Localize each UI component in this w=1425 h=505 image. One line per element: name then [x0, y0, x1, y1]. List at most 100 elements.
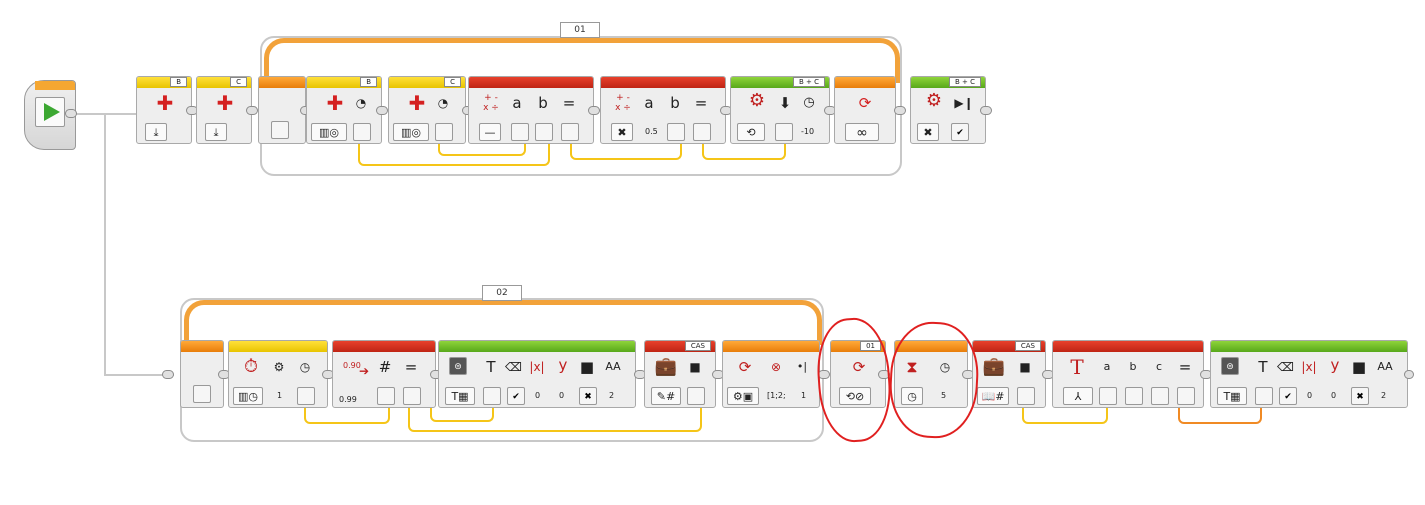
move-steering-block[interactable]: B + C ⚙ ⬇ ◷ ⟲ -10 — [730, 76, 830, 144]
start-output-connector[interactable] — [65, 109, 77, 118]
y-value[interactable]: 0 — [559, 391, 565, 400]
display-mode-selector[interactable]: T▦ — [445, 387, 475, 405]
power-value[interactable]: -10 — [801, 127, 815, 136]
motor-mode-selector[interactable]: ✖ — [917, 123, 939, 141]
math-header — [469, 77, 593, 88]
steering-mode-selector[interactable]: ⟲ — [737, 123, 765, 141]
hash-label: # — [378, 358, 392, 376]
tank-motor-stop-block[interactable]: B + C ⚙ ▶❙ ✖ ✔ — [910, 76, 986, 144]
timer-id-value[interactable]: 1 — [277, 391, 283, 400]
index-value[interactable]: 1 — [801, 391, 807, 400]
timer-sensor-block[interactable]: ⏱ ⚙ ◷ ▥◷ 1 — [228, 340, 328, 408]
wait-mode-selector[interactable]: ◷ — [901, 387, 923, 405]
equals-label: = — [562, 94, 576, 112]
loop-02-end-block[interactable]: ⟳ ⊗ •| ⚙▣ [1;2; 1 — [722, 340, 820, 408]
variable-cas-read-block[interactable]: CAS 💼 ■ 📖# — [972, 340, 1046, 408]
value-plug[interactable] — [687, 387, 705, 405]
medium-motor-b-block[interactable]: B ✚ ⤓ — [136, 76, 192, 144]
input-a-plug[interactable] — [1099, 387, 1117, 405]
random-block[interactable]: 0.90 ➔ # = 0.99 — [332, 340, 436, 408]
loop-header — [181, 341, 223, 352]
tank-motor-icon: ⚙ — [925, 90, 943, 111]
text-input-plug[interactable] — [483, 387, 501, 405]
variable-mode-selector[interactable]: 📖# — [977, 387, 1009, 405]
timer-mode-selector[interactable]: ▥◷ — [233, 387, 263, 405]
port-label: B — [170, 77, 187, 87]
loop-interrupt-icon: ⟳ — [852, 358, 866, 376]
play-icon[interactable] — [35, 97, 65, 127]
loop-02-label[interactable]: 02 — [482, 285, 522, 301]
result-plug[interactable] — [561, 123, 579, 141]
loop-index-output[interactable] — [193, 385, 211, 403]
input-b-value[interactable]: 0.5 — [645, 127, 658, 136]
motor-rotation-c-block[interactable]: C ✚ ◔ ▥◎ — [388, 76, 466, 144]
display-mode-selector[interactable]: T▦ — [1217, 387, 1247, 405]
display-icon: ⊜ — [449, 357, 467, 375]
y-value[interactable]: 0 — [1331, 391, 1337, 400]
mode-selector[interactable]: ▥◎ — [311, 123, 347, 141]
input-plug[interactable] — [377, 387, 395, 405]
clear-checkbox[interactable]: ✔ — [507, 387, 525, 405]
sequence-wire-branch-bottom — [104, 374, 174, 376]
input-c-plug[interactable] — [1151, 387, 1169, 405]
interrupt-mode-selector[interactable]: ⟲⊘ — [839, 387, 871, 405]
loop-01-start-block[interactable] — [258, 76, 306, 144]
input-a-plug[interactable] — [511, 123, 529, 141]
brake-checkbox[interactable]: ✔ — [951, 123, 969, 141]
loop-index-output[interactable] — [271, 121, 289, 139]
font-value[interactable]: 2 — [609, 391, 615, 400]
medium-motor-c-block[interactable]: C ✚ ⤓ — [196, 76, 252, 144]
loop-01-end-block[interactable]: ⟳ ∞ — [834, 76, 896, 144]
math-mode-selector[interactable]: — — [479, 123, 501, 141]
loop-mode-selector[interactable]: ⚙▣ — [727, 387, 759, 405]
result-plug[interactable] — [1177, 387, 1195, 405]
mode-selector[interactable]: ▥◎ — [393, 123, 429, 141]
result-plug[interactable] — [693, 123, 711, 141]
result-plug[interactable] — [403, 387, 421, 405]
steering-input-plug[interactable] — [775, 123, 793, 141]
port-label: B — [360, 77, 377, 87]
x-value[interactable]: 0 — [1307, 391, 1313, 400]
display-text-block[interactable]: ⊜ T ⌫ |x| y ■ AA T▦ ✔ 0 0 ✖ 2 — [438, 340, 636, 408]
math-subtract-block[interactable]: + -x ÷ a b = — — [468, 76, 594, 144]
math-multiply-block[interactable]: + -x ÷ a b = ✖ 0.5 — [600, 76, 726, 144]
wait-seconds-value[interactable]: 5 — [941, 391, 947, 400]
data-wire — [358, 144, 550, 166]
output-plug[interactable] — [435, 123, 453, 141]
variable-cas-block[interactable]: CAS 💼 ■ ✎# — [644, 340, 716, 408]
loop-mode-selector[interactable]: ∞ — [845, 123, 879, 141]
input-b-plug[interactable] — [535, 123, 553, 141]
motor-rotation-b-block[interactable]: B ✚ ◔ ▥◎ — [306, 76, 382, 144]
variable-mode-selector[interactable]: ✎# — [651, 387, 681, 405]
clock-icon: ◷ — [939, 360, 951, 374]
color-checkbox[interactable]: ✖ — [1351, 387, 1369, 405]
motor-mode-selector[interactable]: ⤓ — [145, 123, 167, 141]
motor-mode-selector[interactable]: ⤓ — [205, 123, 227, 141]
input-b-plug[interactable] — [667, 123, 685, 141]
clear-checkbox[interactable]: ✔ — [1279, 387, 1297, 405]
random-bottom-label[interactable]: 0.99 — [339, 395, 357, 404]
value-plug[interactable] — [1017, 387, 1035, 405]
font-size-icon: AA — [1377, 360, 1393, 373]
medium-motor-icon: ✚ — [216, 91, 234, 115]
eraser-icon: ⌫ — [1277, 360, 1294, 374]
x-value[interactable]: 0 — [535, 391, 541, 400]
output-plug[interactable] — [353, 123, 371, 141]
loop-02-start-block[interactable] — [180, 340, 224, 408]
timer-output-plug[interactable] — [297, 387, 315, 405]
data-wire — [304, 408, 390, 424]
array-value[interactable]: [1;2; — [767, 391, 786, 400]
loop-01-label[interactable]: 01 — [560, 22, 600, 38]
input-b-plug[interactable] — [1125, 387, 1143, 405]
font-value[interactable]: 2 — [1381, 391, 1387, 400]
text-mode-selector[interactable]: ⅄ — [1063, 387, 1093, 405]
loop-interrupt-block[interactable]: 01 ⟳ ⟲⊘ — [830, 340, 886, 408]
math-mode-selector[interactable]: ✖ — [611, 123, 633, 141]
display-text-block-2[interactable]: ⊜ T ⌫ |x| y ■ AA T▦ ✔ 0 0 ✖ 2 — [1210, 340, 1408, 408]
text-merge-block[interactable]: T a b c = ⅄ — [1052, 340, 1204, 408]
text-input-plug[interactable] — [1255, 387, 1273, 405]
start-block[interactable] — [24, 80, 77, 150]
color-checkbox[interactable]: ✖ — [579, 387, 597, 405]
loop-interrupt-label: 01 — [860, 341, 881, 351]
text-big-t-label: T — [1070, 355, 1084, 379]
